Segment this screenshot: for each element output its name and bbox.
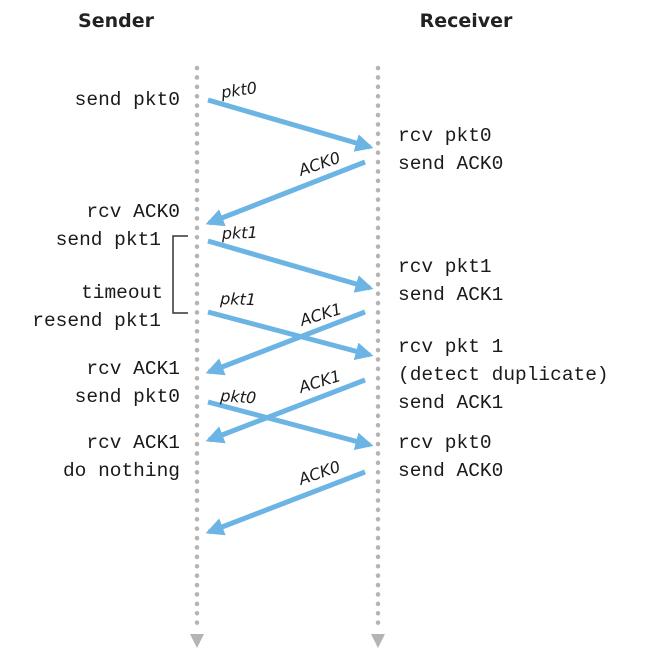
receiver-event: send ACK0 xyxy=(398,153,503,175)
sender-event: rcv ACK1 xyxy=(86,432,180,454)
sender-event: timeout xyxy=(81,282,163,304)
receiver-timeline-arrowhead xyxy=(371,634,385,648)
sender-event: send pkt0 xyxy=(75,386,180,408)
arrow-pkt1-resend xyxy=(207,309,374,361)
arrow-pkt1-first xyxy=(207,238,374,293)
sender-event: resend pkt1 xyxy=(32,310,161,332)
sender-event: rcv ACK1 xyxy=(86,358,180,380)
sender-timeline-arrowhead xyxy=(190,634,204,648)
timeout-bracket xyxy=(172,235,188,314)
receiver-header: Receiver xyxy=(420,10,513,32)
receiver-event: rcv pkt 1 xyxy=(398,336,503,358)
sender-event: do nothing xyxy=(63,460,180,482)
arrow-pkt0-second xyxy=(207,399,374,451)
message-label: ACK1 xyxy=(297,299,344,330)
receiver-event: send ACK1 xyxy=(398,284,503,306)
receiver-event: rcv pkt0 xyxy=(398,432,492,454)
arrow-pkt0-first xyxy=(207,97,374,152)
receiver-event: rcv pkt0 xyxy=(398,125,492,147)
sender-header: Sender xyxy=(78,10,155,32)
receiver-event: rcv pkt1 xyxy=(398,256,492,278)
sender-event: send pkt1 xyxy=(56,229,161,251)
arrow-ack0-second xyxy=(205,469,366,536)
receiver-event: send ACK1 xyxy=(398,392,503,414)
message-label: pkt0 xyxy=(219,78,258,102)
receiver-event: send ACK0 xyxy=(398,460,503,482)
message-label: pkt1 xyxy=(219,289,257,309)
sender-event: rcv ACK0 xyxy=(86,201,180,223)
sender-events: send pkt0 rcv ACK0 send pkt1 timeout res… xyxy=(32,89,180,482)
arrow-ack0-first xyxy=(205,159,366,227)
receiver-event: (detect duplicate) xyxy=(398,364,609,386)
arrow-ack1-first xyxy=(205,309,366,376)
arrow-ack1-second xyxy=(205,377,366,444)
message-label: pkt0 xyxy=(219,386,257,408)
sender-event: send pkt0 xyxy=(75,89,180,111)
receiver-events: rcv pkt0 send ACK0 rcv pkt1 send ACK1 rc… xyxy=(398,125,609,482)
message-label: pkt1 xyxy=(220,223,258,243)
